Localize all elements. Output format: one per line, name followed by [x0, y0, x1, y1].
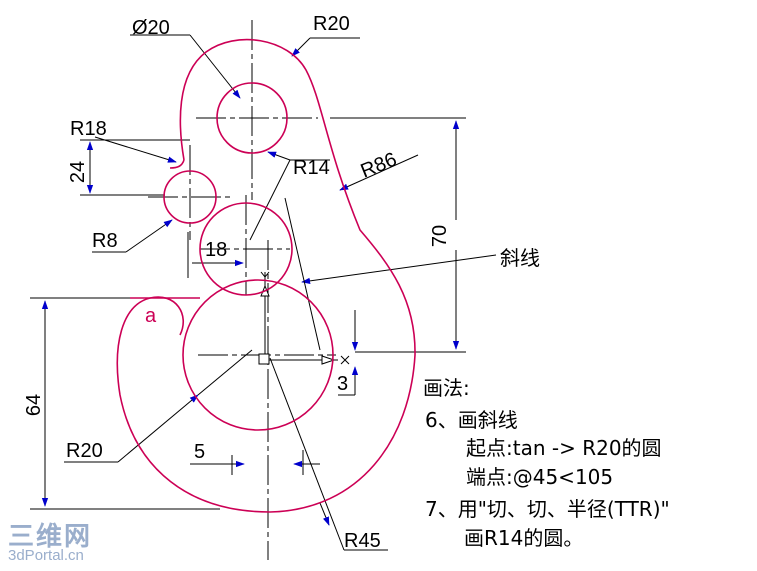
center-lines: [148, 20, 336, 560]
dim-24-label: 24: [67, 161, 89, 183]
dimension-lines: [41, 120, 460, 507]
watermark-logo: 三维网: [8, 522, 93, 552]
dim-5-label: 5: [194, 441, 205, 463]
part-outline: [116, 38, 416, 513]
slash-line-label: 斜线: [500, 246, 540, 270]
dim-70-label: 70: [429, 225, 451, 247]
step-7-continued: 画R14的圆。: [464, 526, 584, 550]
dim-18-label: 18: [205, 239, 227, 261]
step-6-end: 端点:@45<105: [466, 465, 614, 489]
dim-3-label: 3: [337, 373, 348, 395]
radius-86-label: R86: [358, 148, 400, 182]
radius-8-label: R8: [92, 230, 118, 252]
method-title: 画法:: [423, 376, 470, 400]
radius-14-label: R14: [293, 157, 330, 179]
radius-45-label: R45: [344, 530, 381, 552]
watermark-site: 3dPortal.cn: [8, 547, 84, 564]
leader-lines: [64, 34, 497, 551]
step-6-start: 起点:tan -> R20的圆: [466, 436, 662, 460]
step-7: 7、用"切、切、半径(TTR)": [425, 497, 670, 521]
radius-18-label: R18: [70, 118, 107, 140]
radius-20-top-label: R20: [313, 13, 350, 35]
dim-64-label: 64: [23, 394, 45, 416]
radius-20-left-label: R20: [66, 440, 103, 462]
extension-lines: [30, 117, 466, 510]
diameter-20-label: Ø20: [132, 17, 170, 39]
step-6: 6、画斜线: [425, 408, 518, 432]
point-a-label: a: [145, 305, 157, 327]
